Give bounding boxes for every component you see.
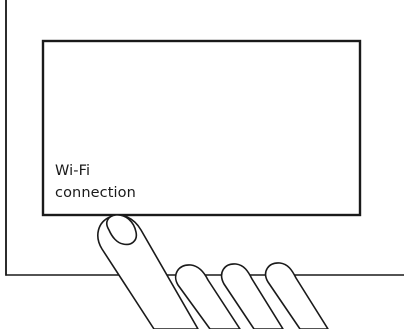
wifi-connection-label[interactable]: Wi-Fi connection (55, 160, 185, 204)
wifi-label-line2: connection (55, 182, 185, 204)
wifi-label-line1: Wi-Fi (55, 160, 185, 182)
